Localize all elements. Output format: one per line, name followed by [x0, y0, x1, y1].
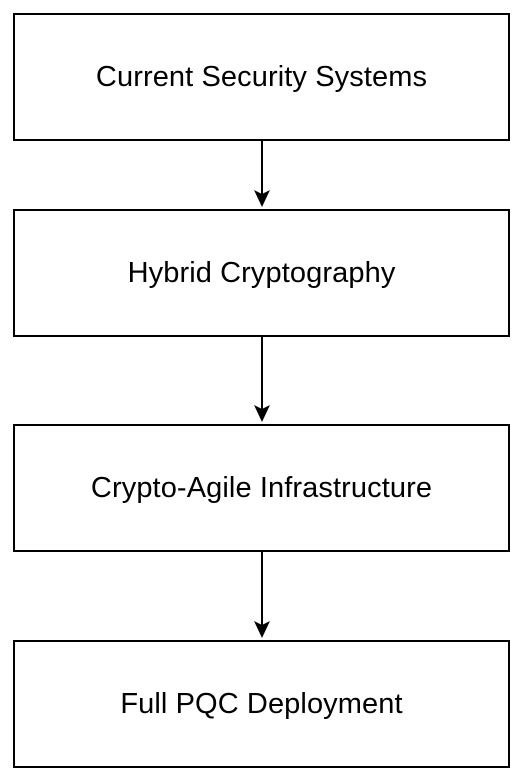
step-box-hybrid-cryptography: Hybrid Cryptography: [13, 209, 510, 337]
step-box-crypto-agile-infrastructure: Crypto-Agile Infrastructure: [13, 424, 510, 552]
step-label: Full PQC Deployment: [120, 687, 403, 720]
step-label: Crypto-Agile Infrastructure: [90, 471, 433, 504]
step-label: Hybrid Cryptography: [127, 256, 396, 289]
arrow-3-to-4: [254, 552, 270, 638]
step-box-current-security-systems: Current Security Systems: [13, 13, 510, 141]
step-label: Current Security Systems: [95, 60, 428, 93]
step-box-full-pqc-deployment: Full PQC Deployment: [13, 640, 510, 768]
arrow-2-to-3: [254, 337, 270, 422]
arrow-1-to-2: [254, 141, 270, 207]
